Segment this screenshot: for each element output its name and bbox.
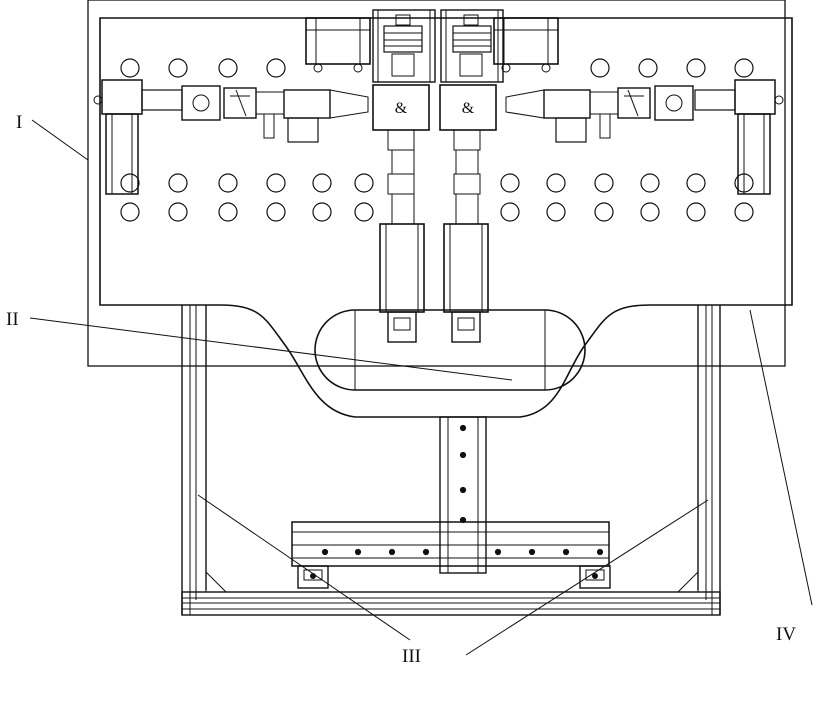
- hole: [461, 488, 466, 493]
- hole: [169, 59, 187, 77]
- hole: [121, 59, 139, 77]
- right-arm-assembly: [506, 80, 783, 194]
- left-carriage: [298, 566, 328, 588]
- hole: [641, 174, 659, 192]
- hole: [598, 550, 603, 555]
- hole: [267, 203, 285, 221]
- hole: [424, 550, 429, 555]
- hole: [735, 203, 753, 221]
- hole: [461, 453, 466, 458]
- hole: [591, 59, 609, 77]
- hole: [547, 203, 565, 221]
- hole: [323, 550, 328, 555]
- hole: [169, 203, 187, 221]
- label-part-4: IV: [776, 624, 796, 645]
- hole: [356, 550, 361, 555]
- hole: [267, 174, 285, 192]
- hole: [595, 203, 613, 221]
- hole: [169, 174, 187, 192]
- top-motor-left: [306, 18, 370, 72]
- hole: [355, 203, 373, 221]
- vertical-column: [440, 417, 486, 573]
- support-frame: [182, 305, 720, 615]
- hole: [461, 426, 466, 431]
- center-block-left: &: [373, 85, 429, 130]
- hole: [735, 59, 753, 77]
- left-leg: [182, 305, 206, 615]
- hole: [219, 174, 237, 192]
- hole: [219, 59, 237, 77]
- hole: [219, 203, 237, 221]
- hole: [595, 174, 613, 192]
- label-part-1: I: [16, 112, 22, 133]
- hole: [121, 203, 139, 221]
- left-arm-assembly: [94, 80, 368, 194]
- bottom-crossbar: [182, 592, 720, 615]
- hole: [547, 174, 565, 192]
- svg-text:&: &: [395, 100, 408, 117]
- svg-text:&: &: [462, 100, 475, 117]
- label-part-3: III: [402, 646, 421, 667]
- top-clamp-left: [373, 10, 435, 82]
- tank-slot: [315, 310, 585, 390]
- hole: [641, 203, 659, 221]
- hole: [355, 174, 373, 192]
- mounting-holes: [121, 59, 753, 221]
- hole: [267, 59, 285, 77]
- hole: [639, 59, 657, 77]
- outer-frame-boundary: [88, 0, 785, 366]
- hole: [121, 174, 139, 192]
- right-carriage: [580, 566, 610, 588]
- label-part-2: II: [6, 309, 19, 330]
- linear-rail: [292, 522, 610, 588]
- hole: [501, 174, 519, 192]
- hole: [313, 174, 331, 192]
- hole: [564, 550, 569, 555]
- hole: [687, 59, 705, 77]
- hole: [496, 550, 501, 555]
- hole: [313, 203, 331, 221]
- right-leg: [698, 305, 720, 615]
- hole: [501, 203, 519, 221]
- hole: [390, 550, 395, 555]
- hole: [530, 550, 535, 555]
- hole: [687, 174, 705, 192]
- hole: [687, 203, 705, 221]
- center-block-right: &: [440, 85, 496, 130]
